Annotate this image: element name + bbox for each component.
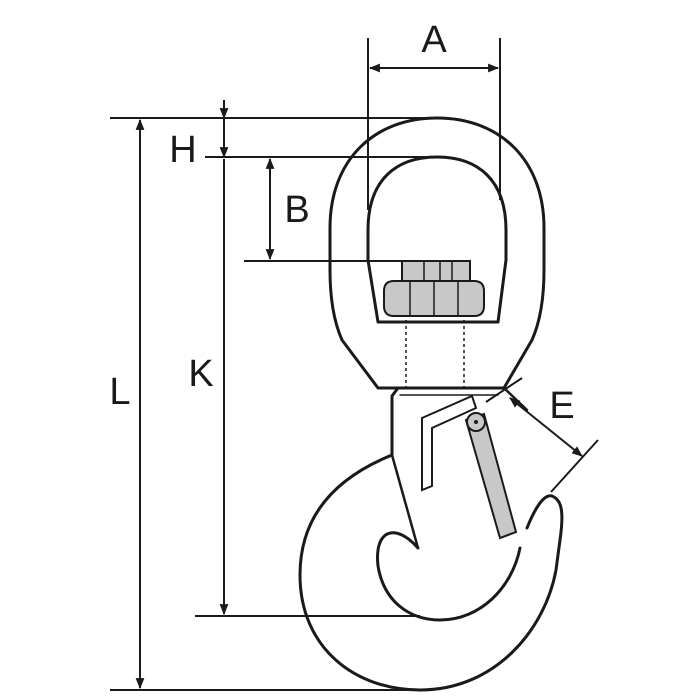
swivel-nut xyxy=(383,260,485,317)
dimension-a: A xyxy=(367,19,501,210)
label-l: L xyxy=(109,371,130,413)
dimension-e: E xyxy=(485,377,599,493)
label-e: E xyxy=(549,385,574,427)
label-a: A xyxy=(421,19,447,61)
label-b: B xyxy=(284,189,309,231)
dimension-l: L xyxy=(109,118,420,691)
dimension-k: K xyxy=(188,159,420,617)
hidden-shank xyxy=(405,320,465,388)
swivel-eye xyxy=(328,116,546,390)
dimension-b: B xyxy=(244,157,402,262)
dimension-h: H xyxy=(110,100,437,171)
label-k: K xyxy=(188,353,213,395)
label-h: H xyxy=(169,129,196,171)
safety-latch xyxy=(421,394,518,540)
